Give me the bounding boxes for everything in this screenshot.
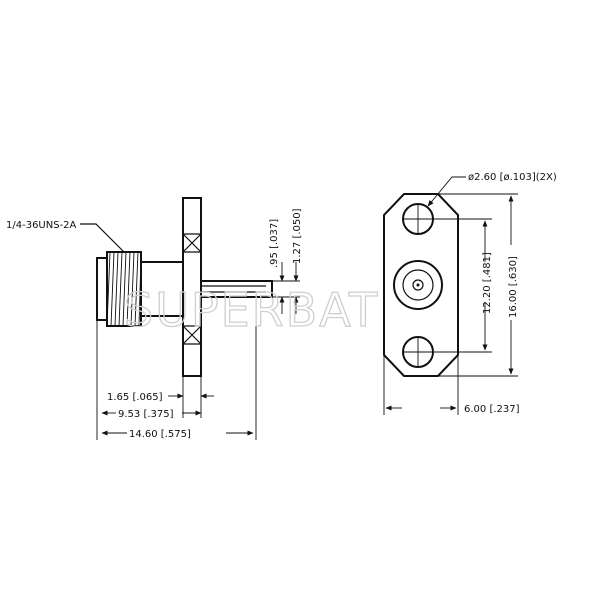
body-flange-dim: 9.53 [.375] xyxy=(118,409,174,420)
flange-side xyxy=(182,197,202,377)
height-dimensions: 12.20 [.481] 16.00 [.630] xyxy=(433,193,519,377)
side-view: 1/4-36UNS-2A .95 [.037] 1.27 [.050] 1.65… xyxy=(6,197,303,440)
hole-diameter-callout: ø2.60 [ø.103](2X) xyxy=(427,172,557,207)
flange-outline xyxy=(383,193,459,377)
flange-height-dim: 16.00 [.630] xyxy=(508,256,519,318)
flange-thickness-dim: 1.65 [.065] xyxy=(107,392,163,403)
hole-spacing-dim: 12.20 [.481] xyxy=(482,252,493,314)
coax-jack-front xyxy=(393,260,443,310)
mounting-hole-bottom xyxy=(402,336,434,368)
front-view: ø2.60 [ø.103](2X) 12.20 [.481] 16.00 [.6… xyxy=(383,172,557,415)
pin-offset-dim: .95 [.037] xyxy=(269,219,280,268)
center-pin xyxy=(201,280,273,298)
pin-length-dim: 1.27 [.050] xyxy=(292,208,303,264)
flange-width-dim: 6.00 [.237] xyxy=(464,404,520,415)
overall-length-dim: 14.60 [.575] xyxy=(129,429,191,440)
length-dimensions: 1.65 [.065] 9.53 [.375] 14.60 [.575] xyxy=(96,298,257,440)
pin-dimensions: .95 [.037] 1.27 [.050] xyxy=(266,208,303,314)
mounting-hole-top xyxy=(402,203,434,235)
width-dimension: 6.00 [.237] xyxy=(383,355,520,415)
thread-spec-label: 1/4-36UNS-2A xyxy=(6,220,77,231)
hole-diameter-dim: ø2.60 [ø.103](2X) xyxy=(468,172,557,183)
watermark: SUPERBAT xyxy=(124,283,379,337)
thread-callout: 1/4-36UNS-2A xyxy=(6,220,125,253)
